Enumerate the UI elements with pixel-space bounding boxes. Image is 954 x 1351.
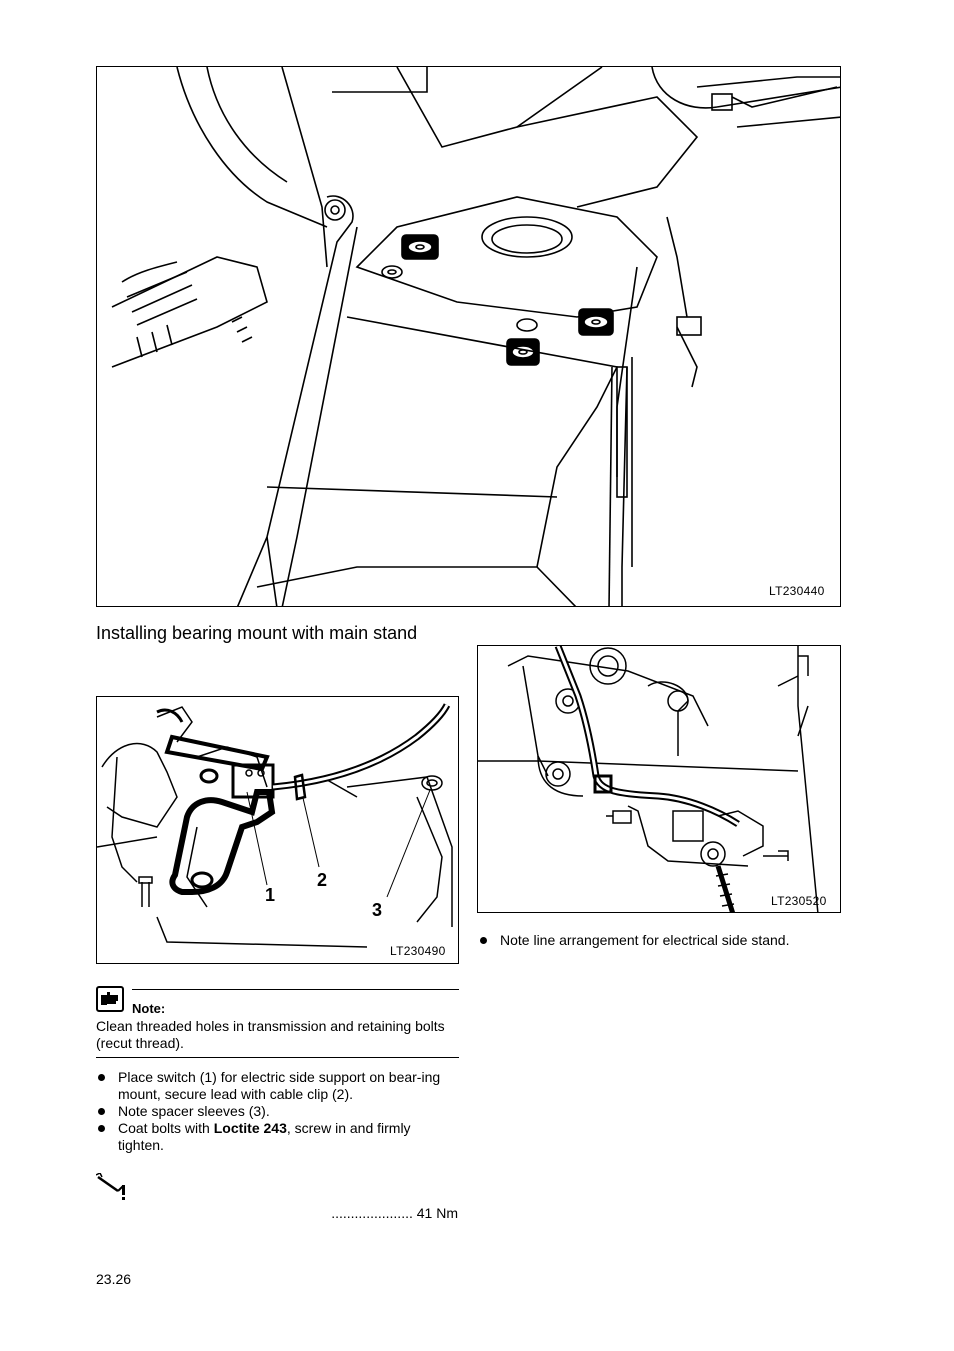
line-arrangement-drawing [478, 646, 819, 912]
callout-1: 1 [265, 885, 276, 905]
loctite-product: Loctite 243 [213, 1120, 287, 1136]
callout-3: 3 [372, 900, 383, 920]
torque-wrench-icon [95, 1171, 130, 1201]
figure-bearing-mount: LT230440 [96, 66, 841, 607]
step-place-switch: Place switch (1) for electric side suppo… [96, 1069, 458, 1103]
note-title: Note: [132, 1001, 166, 1016]
right-bullet-line-arrangement: Note line arrangement for electrical sid… [478, 932, 870, 949]
figure-code: LT230520 [771, 894, 827, 908]
figure-line-arrangement: LT230520 [477, 645, 841, 913]
step-coat-bolts: Coat bolts with Loctite 243, screw in an… [96, 1120, 458, 1154]
figure-code: LT230440 [769, 584, 825, 598]
step-coat-bolts-post: , screw in and firmly tighten. [118, 1120, 411, 1153]
figure-switch-mounting: 1 2 3 LT230490 [96, 696, 459, 964]
step-list: Place switch (1) for electric side suppo… [96, 1069, 458, 1154]
switch-mounting-drawing [97, 703, 453, 948]
note-text: Clean threaded holes in transmission and… [96, 1018, 445, 1051]
figure-code: LT230490 [390, 944, 446, 958]
callout-2: 2 [317, 870, 328, 890]
note-top-rule [132, 989, 459, 990]
note-bottom-rule [96, 1057, 459, 1058]
step-spacer-sleeves: Note spacer sleeves (3). [96, 1103, 458, 1120]
torque-value: ..................... 41 Nm [331, 1205, 458, 1221]
section-heading: Installing bearing mount with main stand [96, 623, 418, 643]
page-number: 23.26 [96, 1271, 132, 1287]
note-hand-icon [96, 986, 124, 1012]
bearing-mount-drawing [111, 67, 840, 606]
step-coat-bolts-pre: Coat bolts with [118, 1120, 214, 1136]
